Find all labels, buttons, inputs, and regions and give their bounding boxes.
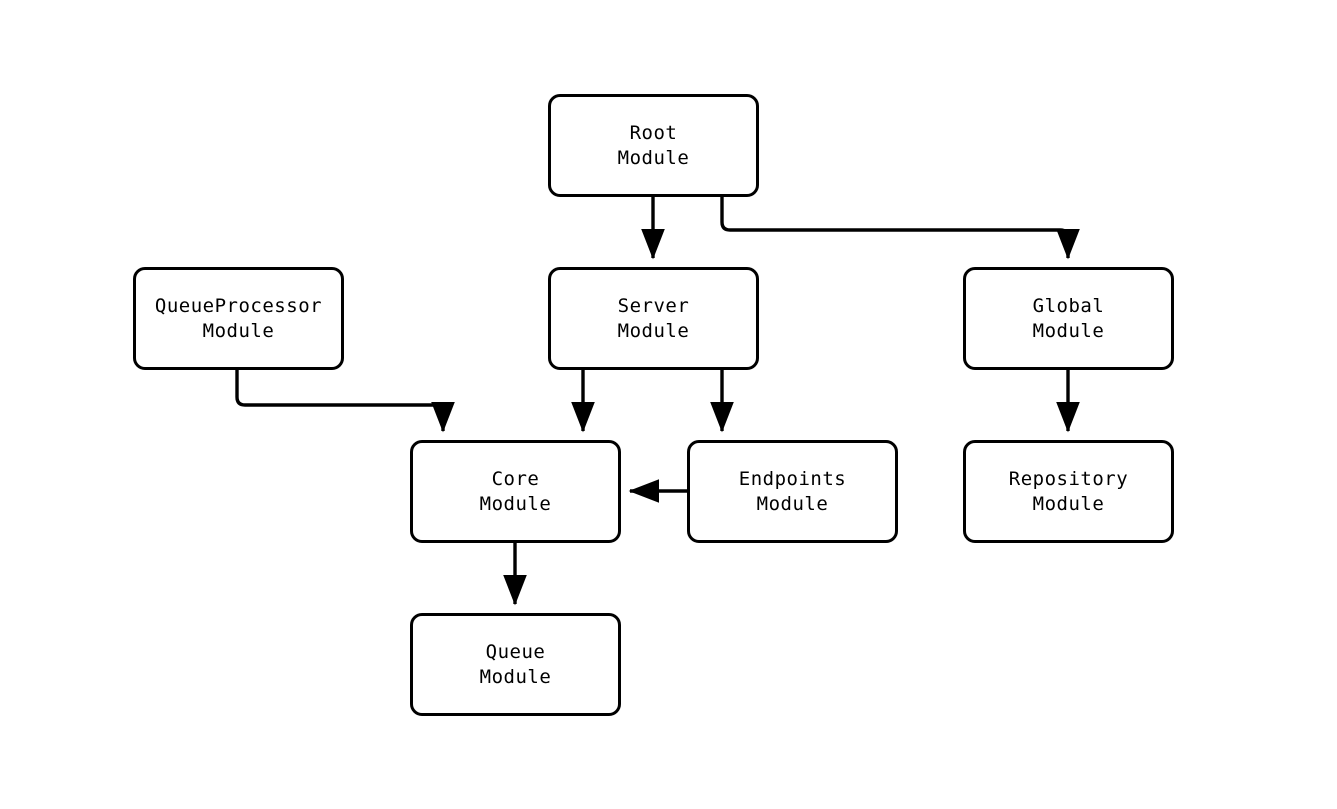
- queueprocessor-module-node[interactable]: QueueProcessor Module: [133, 267, 344, 370]
- server-module-label: Server Module: [617, 294, 690, 342]
- queue-module-label: Queue Module: [479, 640, 552, 688]
- queue-module-node[interactable]: Queue Module: [410, 613, 621, 716]
- root-module-node[interactable]: Root Module: [548, 94, 759, 197]
- global-module-node[interactable]: Global Module: [963, 267, 1174, 370]
- queueprocessor-module-label: QueueProcessor Module: [154, 294, 323, 342]
- endpoints-module-node[interactable]: Endpoints Module: [687, 440, 898, 543]
- repository-module-node[interactable]: Repository Module: [963, 440, 1174, 543]
- edge-queueprocessor-to-core: [235, 370, 455, 433]
- repository-module-label: Repository Module: [1008, 467, 1129, 515]
- endpoints-module-label: Endpoints Module: [738, 467, 847, 515]
- server-module-node[interactable]: Server Module: [548, 267, 759, 370]
- core-module-node[interactable]: Core Module: [410, 440, 621, 543]
- edge-root-to-global: [720, 197, 1080, 260]
- root-module-label: Root Module: [617, 121, 690, 169]
- core-module-label: Core Module: [479, 467, 552, 515]
- global-module-label: Global Module: [1032, 294, 1105, 342]
